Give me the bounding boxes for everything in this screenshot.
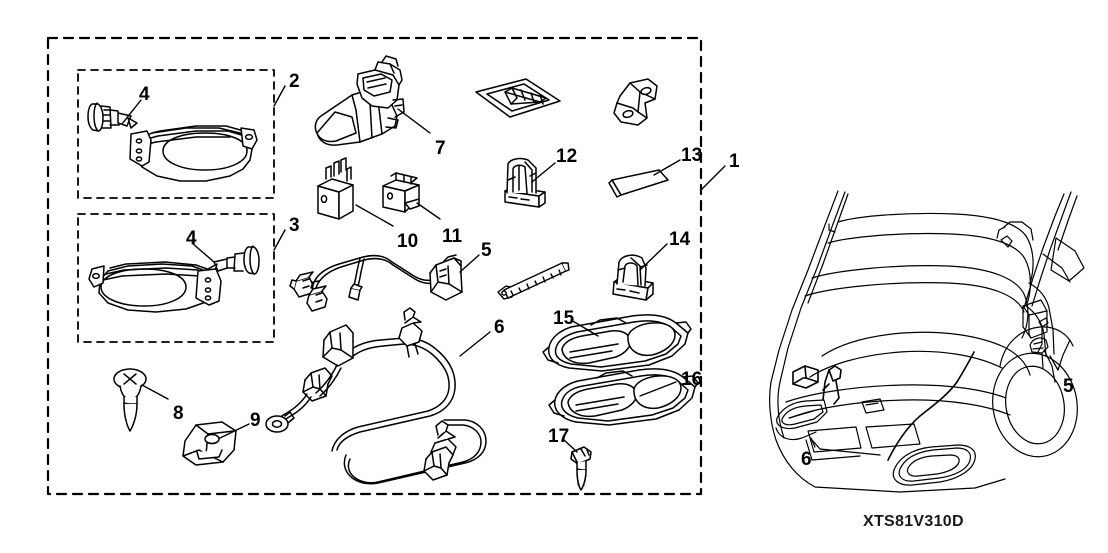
leader-10 bbox=[355, 204, 394, 227]
leader-3 bbox=[273, 229, 286, 251]
vehicle-callout-5: 5 bbox=[1063, 376, 1074, 397]
zip-tie bbox=[497, 262, 570, 300]
tapping-screw-17 bbox=[570, 446, 592, 491]
leader-12 bbox=[531, 162, 556, 183]
callout-14: 14 bbox=[669, 229, 691, 250]
callout-4-upper: 4 bbox=[139, 84, 150, 105]
callout-12: 12 bbox=[556, 146, 578, 167]
leader-4-lower bbox=[191, 242, 215, 263]
leader-17 bbox=[562, 438, 578, 453]
relay bbox=[317, 157, 354, 220]
leader-9 bbox=[219, 423, 250, 439]
fog-light-wire-harness bbox=[265, 307, 487, 485]
bumper-garnish-upper bbox=[542, 314, 692, 372]
leader-vehicle-6 bbox=[811, 439, 881, 456]
callout-17: 17 bbox=[548, 426, 570, 447]
leader-4-upper bbox=[121, 99, 142, 125]
leader-1 bbox=[700, 165, 726, 191]
template-sheet bbox=[475, 78, 561, 118]
clip-nut bbox=[182, 421, 237, 466]
leader-6 bbox=[459, 331, 491, 357]
sub-harness bbox=[289, 254, 463, 312]
callout-7: 7 bbox=[435, 138, 446, 159]
bulb-upper bbox=[87, 102, 138, 132]
callout-9: 9 bbox=[250, 410, 261, 431]
fog-light-assembly-left bbox=[88, 261, 222, 313]
leader-14 bbox=[639, 243, 668, 271]
callout-13: 13 bbox=[681, 145, 703, 166]
callout-1: 1 bbox=[729, 151, 740, 172]
callout-4-lower: 4 bbox=[186, 228, 197, 249]
leader-8 bbox=[141, 384, 169, 400]
callout-2: 2 bbox=[289, 71, 300, 92]
leader-5 bbox=[459, 254, 480, 273]
fog-light-assembly-right bbox=[129, 125, 258, 182]
leader-7 bbox=[397, 108, 431, 134]
harness-clip-12 bbox=[504, 157, 546, 208]
callout-15: 15 bbox=[553, 308, 575, 329]
leader-16 bbox=[639, 381, 677, 397]
leader-2 bbox=[273, 85, 286, 107]
fog-light-assembly-right-box bbox=[77, 69, 275, 199]
fog-light-switch bbox=[314, 55, 405, 146]
harness-clip-14 bbox=[612, 254, 654, 301]
label-plate bbox=[608, 169, 669, 198]
vehicle-callout-6: 6 bbox=[801, 449, 812, 470]
fog-light-assembly-left-box bbox=[77, 213, 275, 343]
callout-8: 8 bbox=[173, 403, 184, 424]
tapping-screw bbox=[113, 368, 147, 432]
leader-15 bbox=[570, 319, 599, 337]
callout-6: 6 bbox=[494, 317, 505, 338]
leader-13 bbox=[653, 159, 681, 176]
leader-11 bbox=[416, 202, 441, 220]
drawing-number: XTS81V310D bbox=[863, 513, 964, 530]
fuse bbox=[382, 172, 420, 213]
callout-5: 5 bbox=[481, 240, 492, 261]
callout-10: 10 bbox=[397, 231, 419, 252]
callout-3: 3 bbox=[289, 215, 300, 236]
bumper-garnish-lower bbox=[548, 368, 699, 426]
callout-16: 16 bbox=[681, 369, 703, 390]
kit-outline-dashed-box bbox=[46, 36, 703, 496]
mounting-bracket bbox=[613, 78, 658, 126]
leader-vehicle-5 bbox=[1049, 355, 1059, 371]
vehicle-illustration bbox=[769, 190, 1085, 493]
callout-11: 11 bbox=[442, 226, 463, 247]
